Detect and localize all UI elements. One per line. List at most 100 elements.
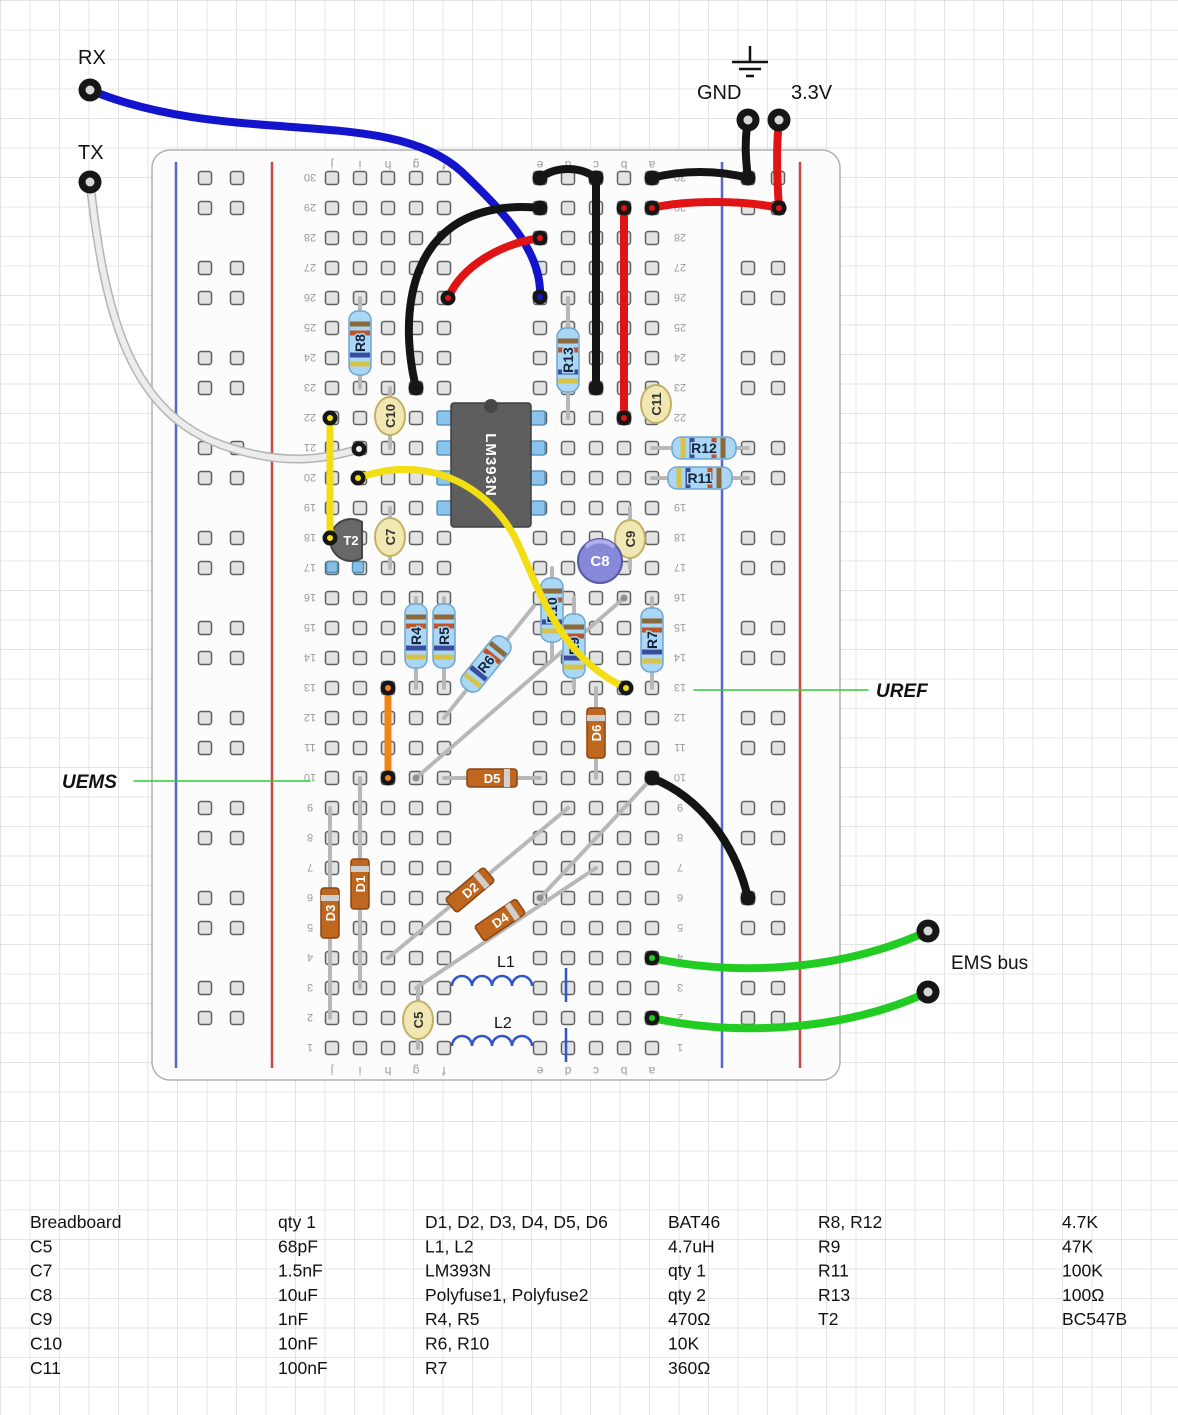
- hole: [229, 650, 245, 666]
- hole: [229, 890, 245, 906]
- hole: [644, 290, 660, 306]
- row-number: 5: [307, 921, 313, 933]
- D4: D4: [474, 898, 526, 942]
- hole: [436, 530, 452, 546]
- hole: [740, 800, 756, 816]
- part-name: R4, R5: [425, 1309, 479, 1329]
- resistor-band: [642, 649, 662, 655]
- hole: [197, 740, 213, 756]
- black-bottom-wire: [648, 774, 752, 902]
- part-name: Polyfuse1, Polyfuse2: [425, 1285, 588, 1305]
- hole: [588, 1010, 604, 1026]
- row-number: 25: [304, 321, 316, 333]
- black-curve-wire-end-core: [413, 385, 419, 391]
- hole: [770, 650, 786, 666]
- hole: [352, 620, 368, 636]
- D2: D2: [445, 867, 495, 913]
- resistor-band: [406, 614, 426, 620]
- row-number: 28: [674, 231, 686, 243]
- resistor-band: [406, 645, 426, 651]
- hole: [352, 200, 368, 216]
- row-number: 26: [304, 291, 316, 303]
- hole: [352, 170, 368, 186]
- hole: [532, 320, 548, 336]
- resistor-band: [406, 623, 426, 629]
- hole: [740, 560, 756, 576]
- hole: [197, 620, 213, 636]
- ground-symbol: [732, 46, 768, 78]
- hole: [229, 980, 245, 996]
- hole: [770, 440, 786, 456]
- R8: R8: [348, 310, 372, 376]
- Polyfuse2-end: [536, 894, 544, 902]
- resistor-band: [558, 338, 578, 344]
- hole: [560, 470, 576, 486]
- row-number: 8: [677, 831, 683, 843]
- hole: [436, 260, 452, 276]
- row-number: 7: [307, 861, 313, 873]
- D1-label: D1: [353, 876, 368, 893]
- hole: [380, 920, 396, 936]
- row-number: 28: [304, 231, 316, 243]
- hole: [588, 410, 604, 426]
- hole: [616, 710, 632, 726]
- C7-label: C7: [383, 529, 398, 546]
- D6: D6: [586, 707, 606, 759]
- D1: D1: [350, 858, 370, 910]
- hole: [408, 890, 424, 906]
- C11: C11: [640, 384, 672, 424]
- hole: [197, 800, 213, 816]
- part-name: T2: [818, 1309, 838, 1329]
- hole: [560, 440, 576, 456]
- column-letter: c: [593, 158, 599, 172]
- hole: [616, 830, 632, 846]
- hole: [532, 980, 548, 996]
- hole: [229, 560, 245, 576]
- tx-wire-end-core: [356, 446, 362, 452]
- uems-label: UEMS: [62, 772, 117, 793]
- row-number: 16: [304, 591, 316, 603]
- hole: [408, 410, 424, 426]
- hole: [532, 800, 548, 816]
- resistor-band: [716, 468, 722, 488]
- hole: [740, 650, 756, 666]
- hole: [644, 710, 660, 726]
- ic-pin: [530, 500, 546, 516]
- part-value: 100nF: [278, 1358, 328, 1378]
- hole: [324, 260, 340, 276]
- hole: [588, 890, 604, 906]
- resistor-band: [564, 664, 584, 670]
- column-letter: c: [593, 1064, 599, 1078]
- hole: [560, 170, 576, 186]
- part-value: qty 1: [668, 1261, 706, 1281]
- hole: [560, 230, 576, 246]
- hole: [197, 920, 213, 936]
- R11: R11: [667, 466, 733, 490]
- hole: [229, 530, 245, 546]
- resistor-band: [434, 654, 454, 660]
- black-curve-wire: [404, 203, 544, 392]
- hole: [197, 470, 213, 486]
- hole: [740, 980, 756, 996]
- row-number: 15: [304, 621, 316, 633]
- row-number: 19: [674, 501, 686, 513]
- part-value: 100K: [1062, 1261, 1103, 1281]
- hole: [616, 620, 632, 636]
- hole: [532, 740, 548, 756]
- hole: [380, 260, 396, 276]
- hole: [229, 830, 245, 846]
- hole: [616, 440, 632, 456]
- C5-label: C5: [411, 1012, 426, 1029]
- R7-body: [640, 607, 664, 673]
- C5: C5: [402, 1000, 434, 1040]
- hole: [324, 740, 340, 756]
- hole: [740, 530, 756, 546]
- hole: [740, 830, 756, 846]
- hole: [324, 170, 340, 186]
- column-letter: b: [620, 158, 627, 172]
- resistor-band: [463, 672, 483, 689]
- hole: [324, 350, 340, 366]
- row-number: 17: [304, 561, 316, 573]
- hole: [616, 890, 632, 906]
